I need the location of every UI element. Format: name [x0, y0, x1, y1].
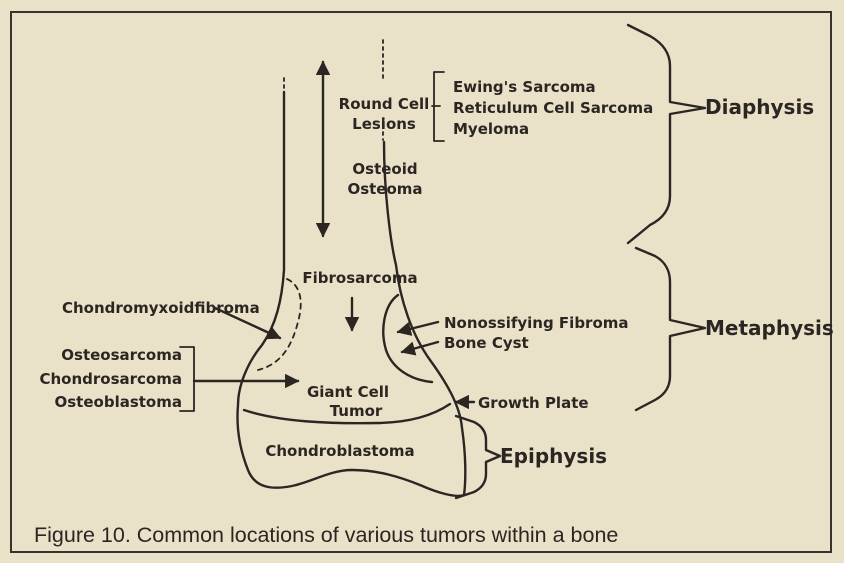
bone-cyst-label: Bone Cyst [444, 334, 529, 352]
epiphysis-label: Epiphysis [500, 444, 607, 468]
ewing-label: Ewing's Sarcoma [453, 78, 596, 96]
giant-cell-label-1: Giant Cell [307, 383, 389, 401]
nonossifying-label: Nonossifying Fibroma [444, 314, 629, 332]
giant-cell-label-2: Tumor [330, 402, 383, 420]
chondromyxoid-label: Chondromyxoidfibroma [62, 299, 260, 317]
fibrosarcoma-label: Fibrosarcoma [302, 269, 417, 287]
chondrosarcoma-label: Chondrosarcoma [39, 370, 182, 388]
reticulum-label: Reticulum Cell Sarcoma [453, 99, 653, 117]
osteoid-label-1: Osteoid [352, 160, 417, 178]
diaphysis-label: Diaphysis [705, 95, 814, 119]
chondroblastoma-label: Chondroblastoma [265, 442, 414, 460]
metaphysis-label: Metaphysis [705, 316, 834, 340]
osteoblastoma-label: Osteoblastoma [55, 393, 183, 411]
figure-caption: Figure 10. Common locations of various t… [34, 523, 618, 547]
round-cell-label-1: Round Cell [339, 95, 430, 113]
osteosarcoma-label: Osteosarcoma [61, 346, 182, 364]
myeloma-label: Myeloma [453, 120, 529, 138]
round-cell-label-2: Lesions [352, 115, 416, 133]
growth-plate-label: Growth Plate [478, 394, 589, 412]
osteoid-label-2: Osteoma [347, 180, 422, 198]
